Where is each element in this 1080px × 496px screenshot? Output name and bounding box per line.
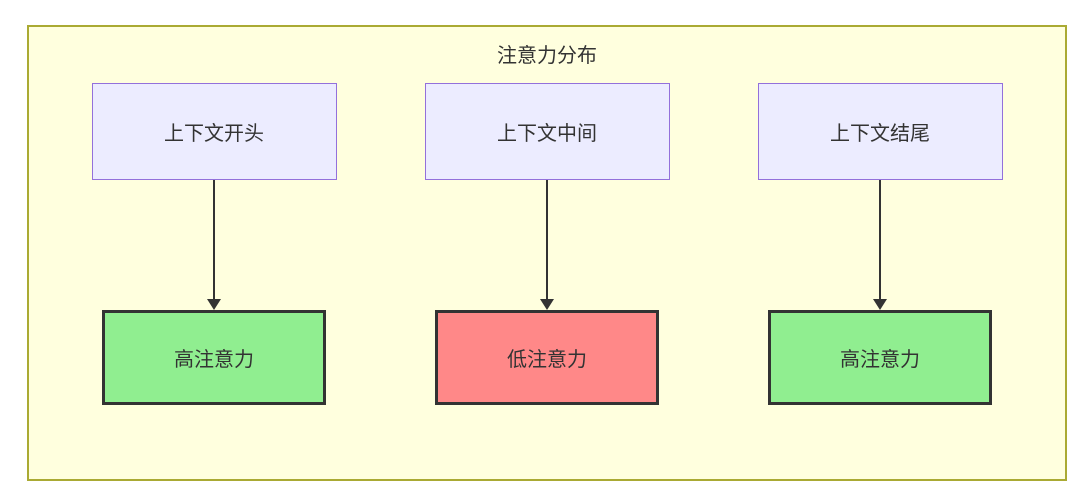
node-result-start-label: 高注意力: [174, 349, 254, 371]
arrow-down-icon: [873, 299, 887, 310]
arrow-end-to-result: [873, 180, 887, 310]
node-result-end-label: 高注意力: [840, 349, 920, 371]
node-context-start: 上下文开头: [91, 83, 337, 180]
attention-distribution-subgraph: 注意力分布 上下文开头 高注意力 上下文中间 低注意力: [27, 25, 1067, 481]
flow-column-context-start: 上下文开头 高注意力: [91, 83, 337, 405]
node-context-start-label: 上下文开头: [164, 123, 264, 145]
flow-column-context-end: 上下文结尾 高注意力: [757, 83, 1003, 405]
arrow-line: [546, 180, 548, 299]
node-result-middle: 低注意力: [435, 310, 659, 405]
arrow-line: [213, 180, 215, 299]
node-context-end-label: 上下文结尾: [830, 123, 930, 145]
node-result-start: 高注意力: [102, 310, 326, 405]
node-result-middle-label: 低注意力: [507, 349, 587, 371]
node-context-end: 上下文结尾: [757, 83, 1003, 180]
node-context-middle-label: 上下文中间: [497, 123, 597, 145]
arrow-middle-to-result: [540, 180, 554, 310]
flow-column-context-middle: 上下文中间 低注意力: [424, 83, 670, 405]
arrow-down-icon: [540, 299, 554, 310]
arrow-line: [879, 180, 881, 299]
arrow-down-icon: [207, 299, 221, 310]
arrow-start-to-result: [207, 180, 221, 310]
diagram-title: 注意力分布: [497, 45, 597, 67]
node-context-middle: 上下文中间: [424, 83, 670, 180]
flow-columns: 上下文开头 高注意力 上下文中间 低注意力 上下文结: [29, 83, 1065, 405]
node-result-end: 高注意力: [768, 310, 992, 405]
